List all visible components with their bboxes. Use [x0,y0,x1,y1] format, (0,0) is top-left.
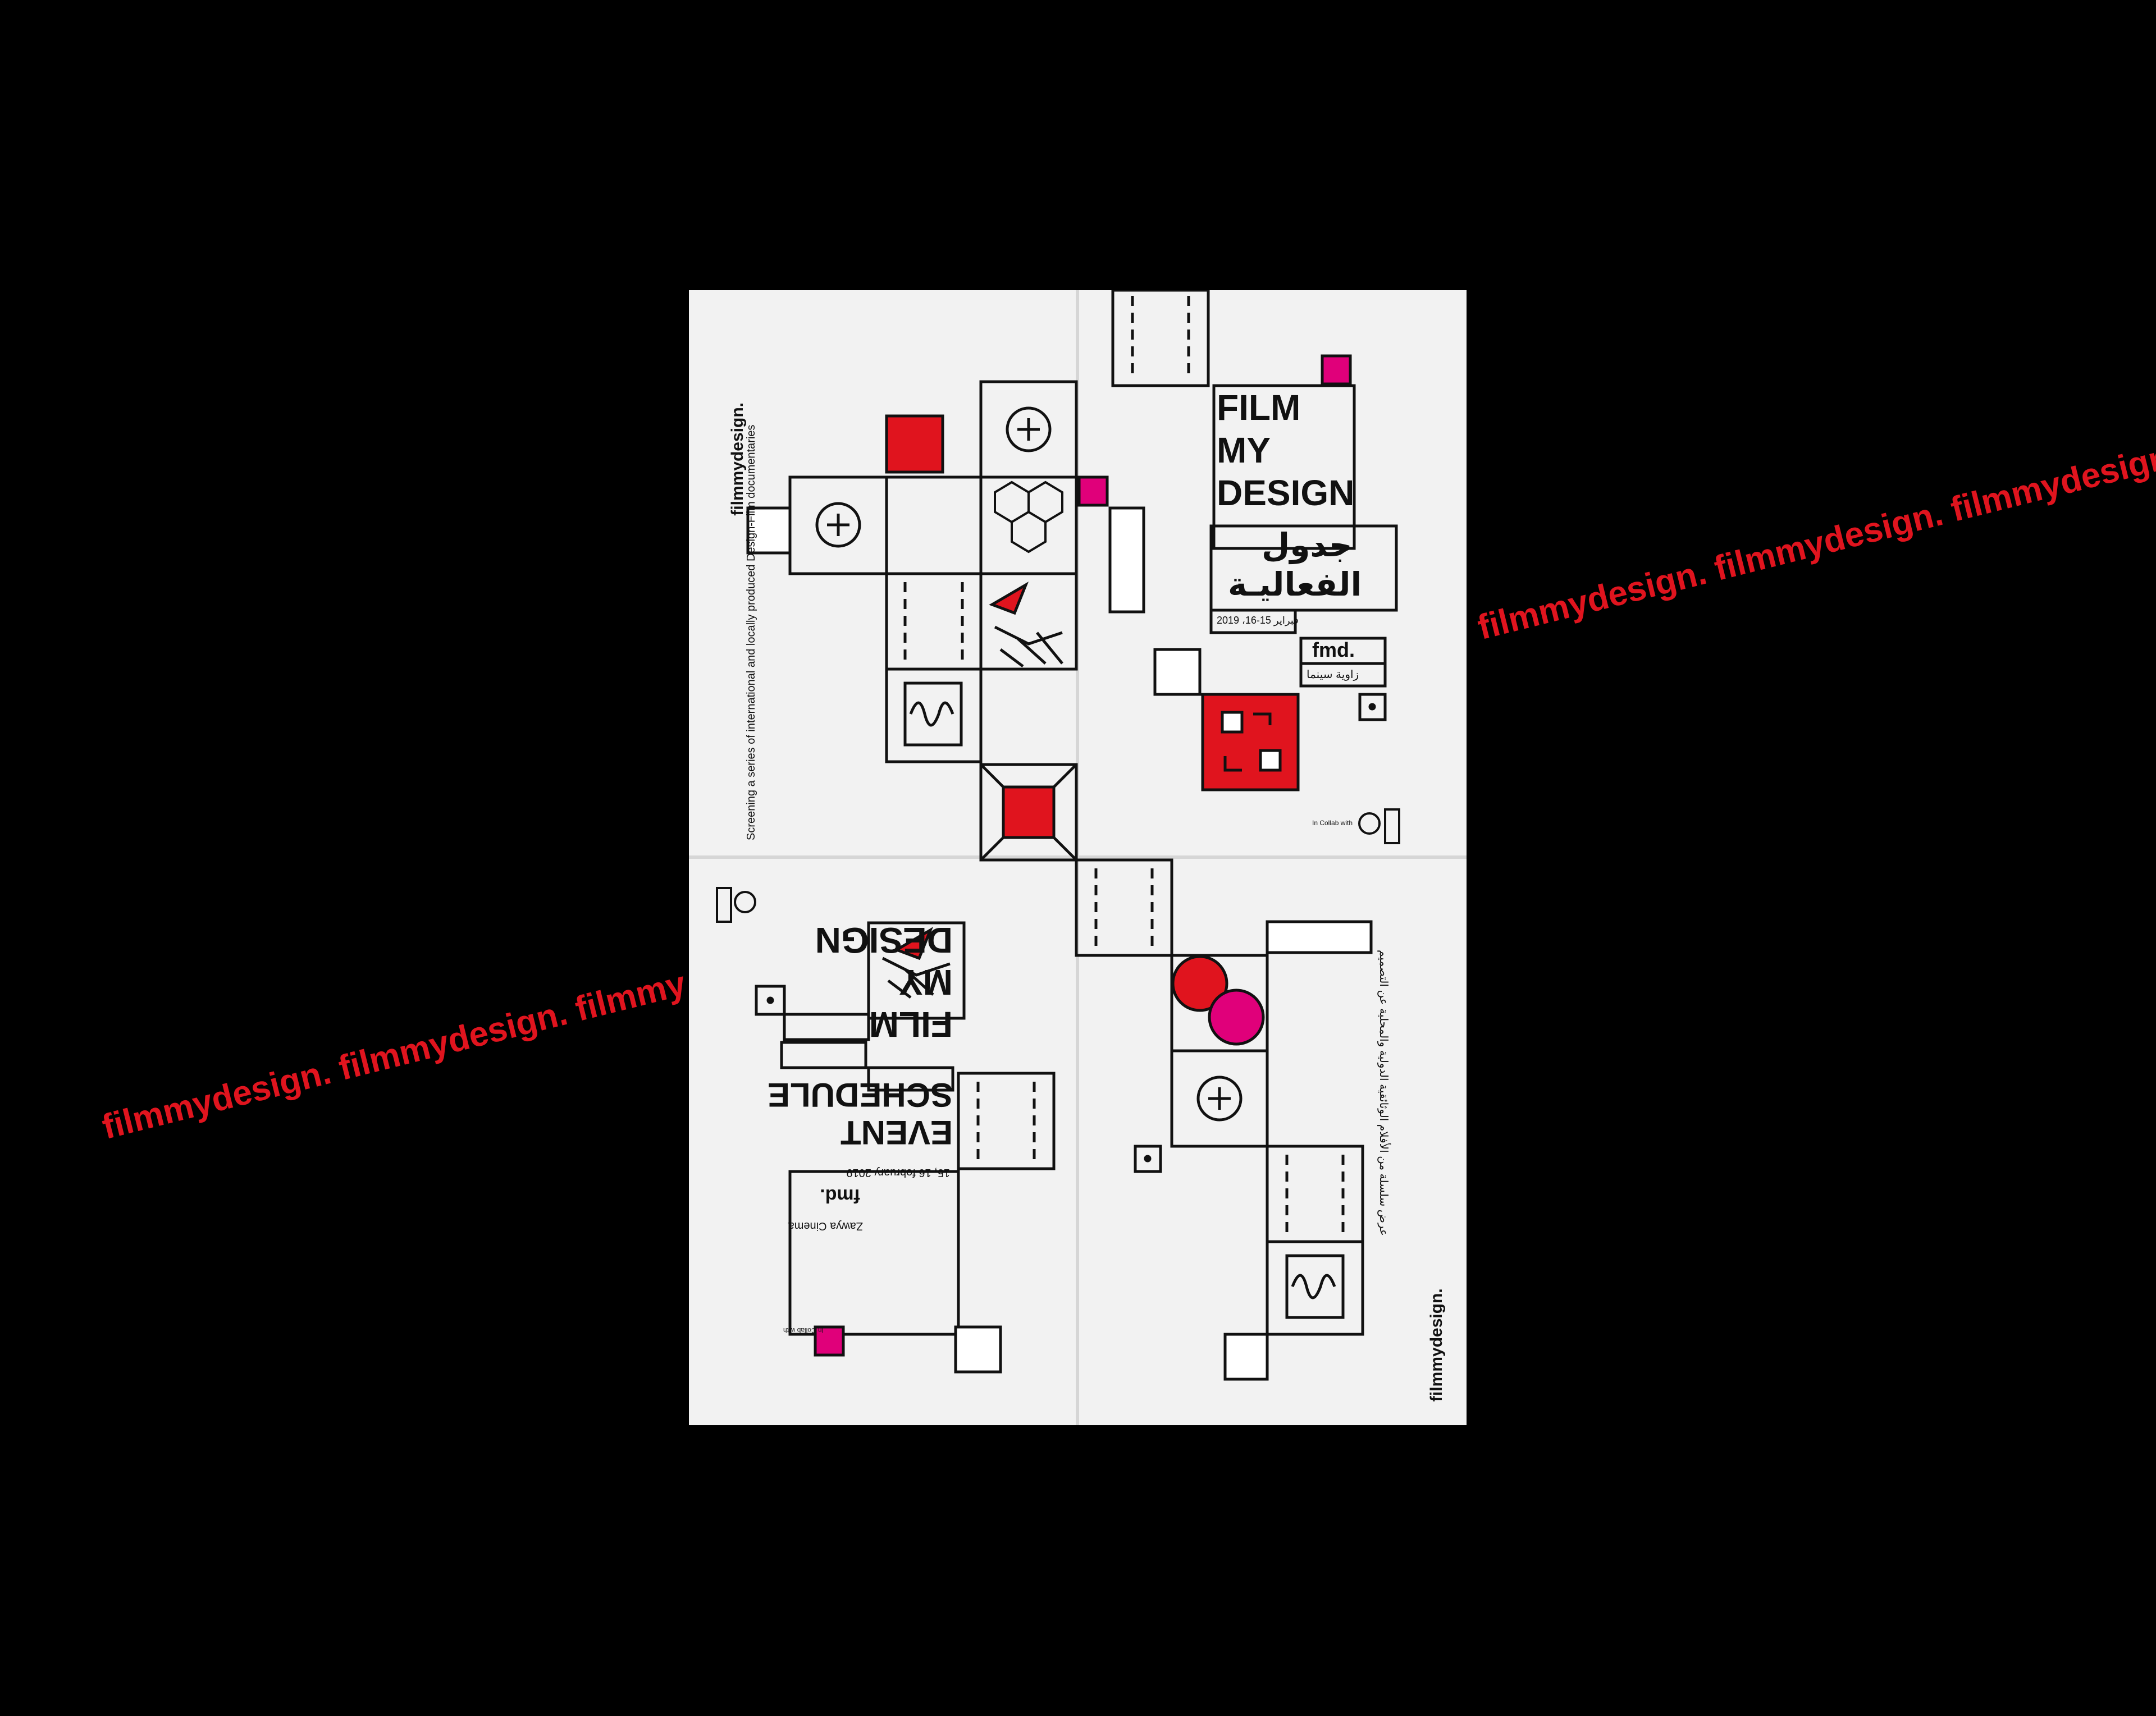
tile-dot-rot [755,985,786,1016]
tile-squiggle-low [1223,1333,1269,1381]
title-rot-line-1: FILM [869,1004,953,1045]
tile-squiggle-rot [954,1325,1002,1374]
tile-hand [979,572,1078,671]
tile-squiggle [1153,648,1202,696]
plus-icon [1006,406,1052,452]
tile-plus-bottom [1170,1049,1269,1148]
collab-label: In Collab with [1312,819,1353,827]
poster-sheet: Screening a series of international and … [689,290,1467,1425]
tile-film-strip-top [1111,290,1210,387]
tile-dots-right [1358,693,1387,721]
red-circle [1171,955,1228,1012]
logo-frame-rot [780,1041,867,1069]
plus-icon [815,502,861,548]
wordmark-vertical-bottom: filmmydesign. [1427,1288,1446,1402]
magenta-circle [1208,989,1265,1046]
tile-film-strip [885,572,983,671]
tile-magenta [1077,475,1109,507]
wordmark-vertical: filmmydesign. [728,402,747,516]
title-rot-line-2: MY [899,962,953,1003]
venue-ar: زاوية سينما [1307,669,1359,681]
tile-red-large [1201,693,1300,791]
tile-magenta-rot [814,1325,845,1357]
title-frame-rot [788,1170,960,1336]
tile-empty [885,475,983,575]
tile-wave-low [1266,1240,1364,1336]
date-ar: فبراير 15-16، 2019 [1217,615,1299,626]
tile-wave [885,667,983,763]
arabic-title-frame [1209,524,1398,612]
tile-film-strip-low [1266,1145,1364,1243]
title-line-3: DESIGN [1217,473,1355,513]
subtitle-rot-line-2: SCHEDULE [767,1076,953,1114]
arabic-title-line-2: الفعاليـة [1228,566,1362,603]
ribbon-upper: filmmydesign. filmmydesign. filmmydesign… [1474,435,2156,647]
date-frame-ar [1209,608,1297,634]
venue-frame [783,1013,870,1041]
tile-film-strip-rot [957,1072,1056,1170]
tile-magenta-small [1321,354,1352,386]
date-rot: 15, 16 february 2019 [846,1166,950,1179]
title-rot-line-3: DESIGN [815,920,953,960]
title-line-2: MY [1217,430,1271,470]
title-frame [1212,384,1356,550]
venue-rot: Zawya Cinema [788,1220,863,1232]
tile-red-frame [979,763,1078,862]
plus-icon [1196,1076,1243,1122]
title-line-1: FILM [1217,387,1301,428]
ribbon-lower: filmmydesign. filmmydesign. filmmy [98,964,690,1147]
rotated-block: FILM MY DESIGN EVENT SCHEDULE 15, 16 feb… [768,920,964,1357]
poster-artwork [689,290,1467,1425]
collab-logos-top [1358,808,1400,844]
tile-dots-left [746,506,792,555]
tile-dots [1108,506,1145,614]
logo-fmd: fmd. [1312,638,1355,661]
arabic-title-line-1: جدول [1262,527,1353,564]
collab-rot: In Collab with [783,1326,824,1334]
tile-dot-small [1134,1145,1162,1173]
subtitle-rot-line-1: EVENT [840,1114,953,1151]
tagline-ar-vertical: عرض سلسلة من الأفلام الوثائقية الدولية و… [1377,950,1390,1236]
date-frame [867,1066,954,1092]
tile-hand-rotated [867,921,966,1020]
tile-red-hatched [885,414,944,474]
venue-frame-ar [1299,662,1387,688]
tile-dots-long [1266,920,1373,954]
collab-logos-bottom [716,887,756,923]
tile-film-strip-mid [1075,858,1173,957]
logo-rot: fmd. [820,1185,860,1206]
